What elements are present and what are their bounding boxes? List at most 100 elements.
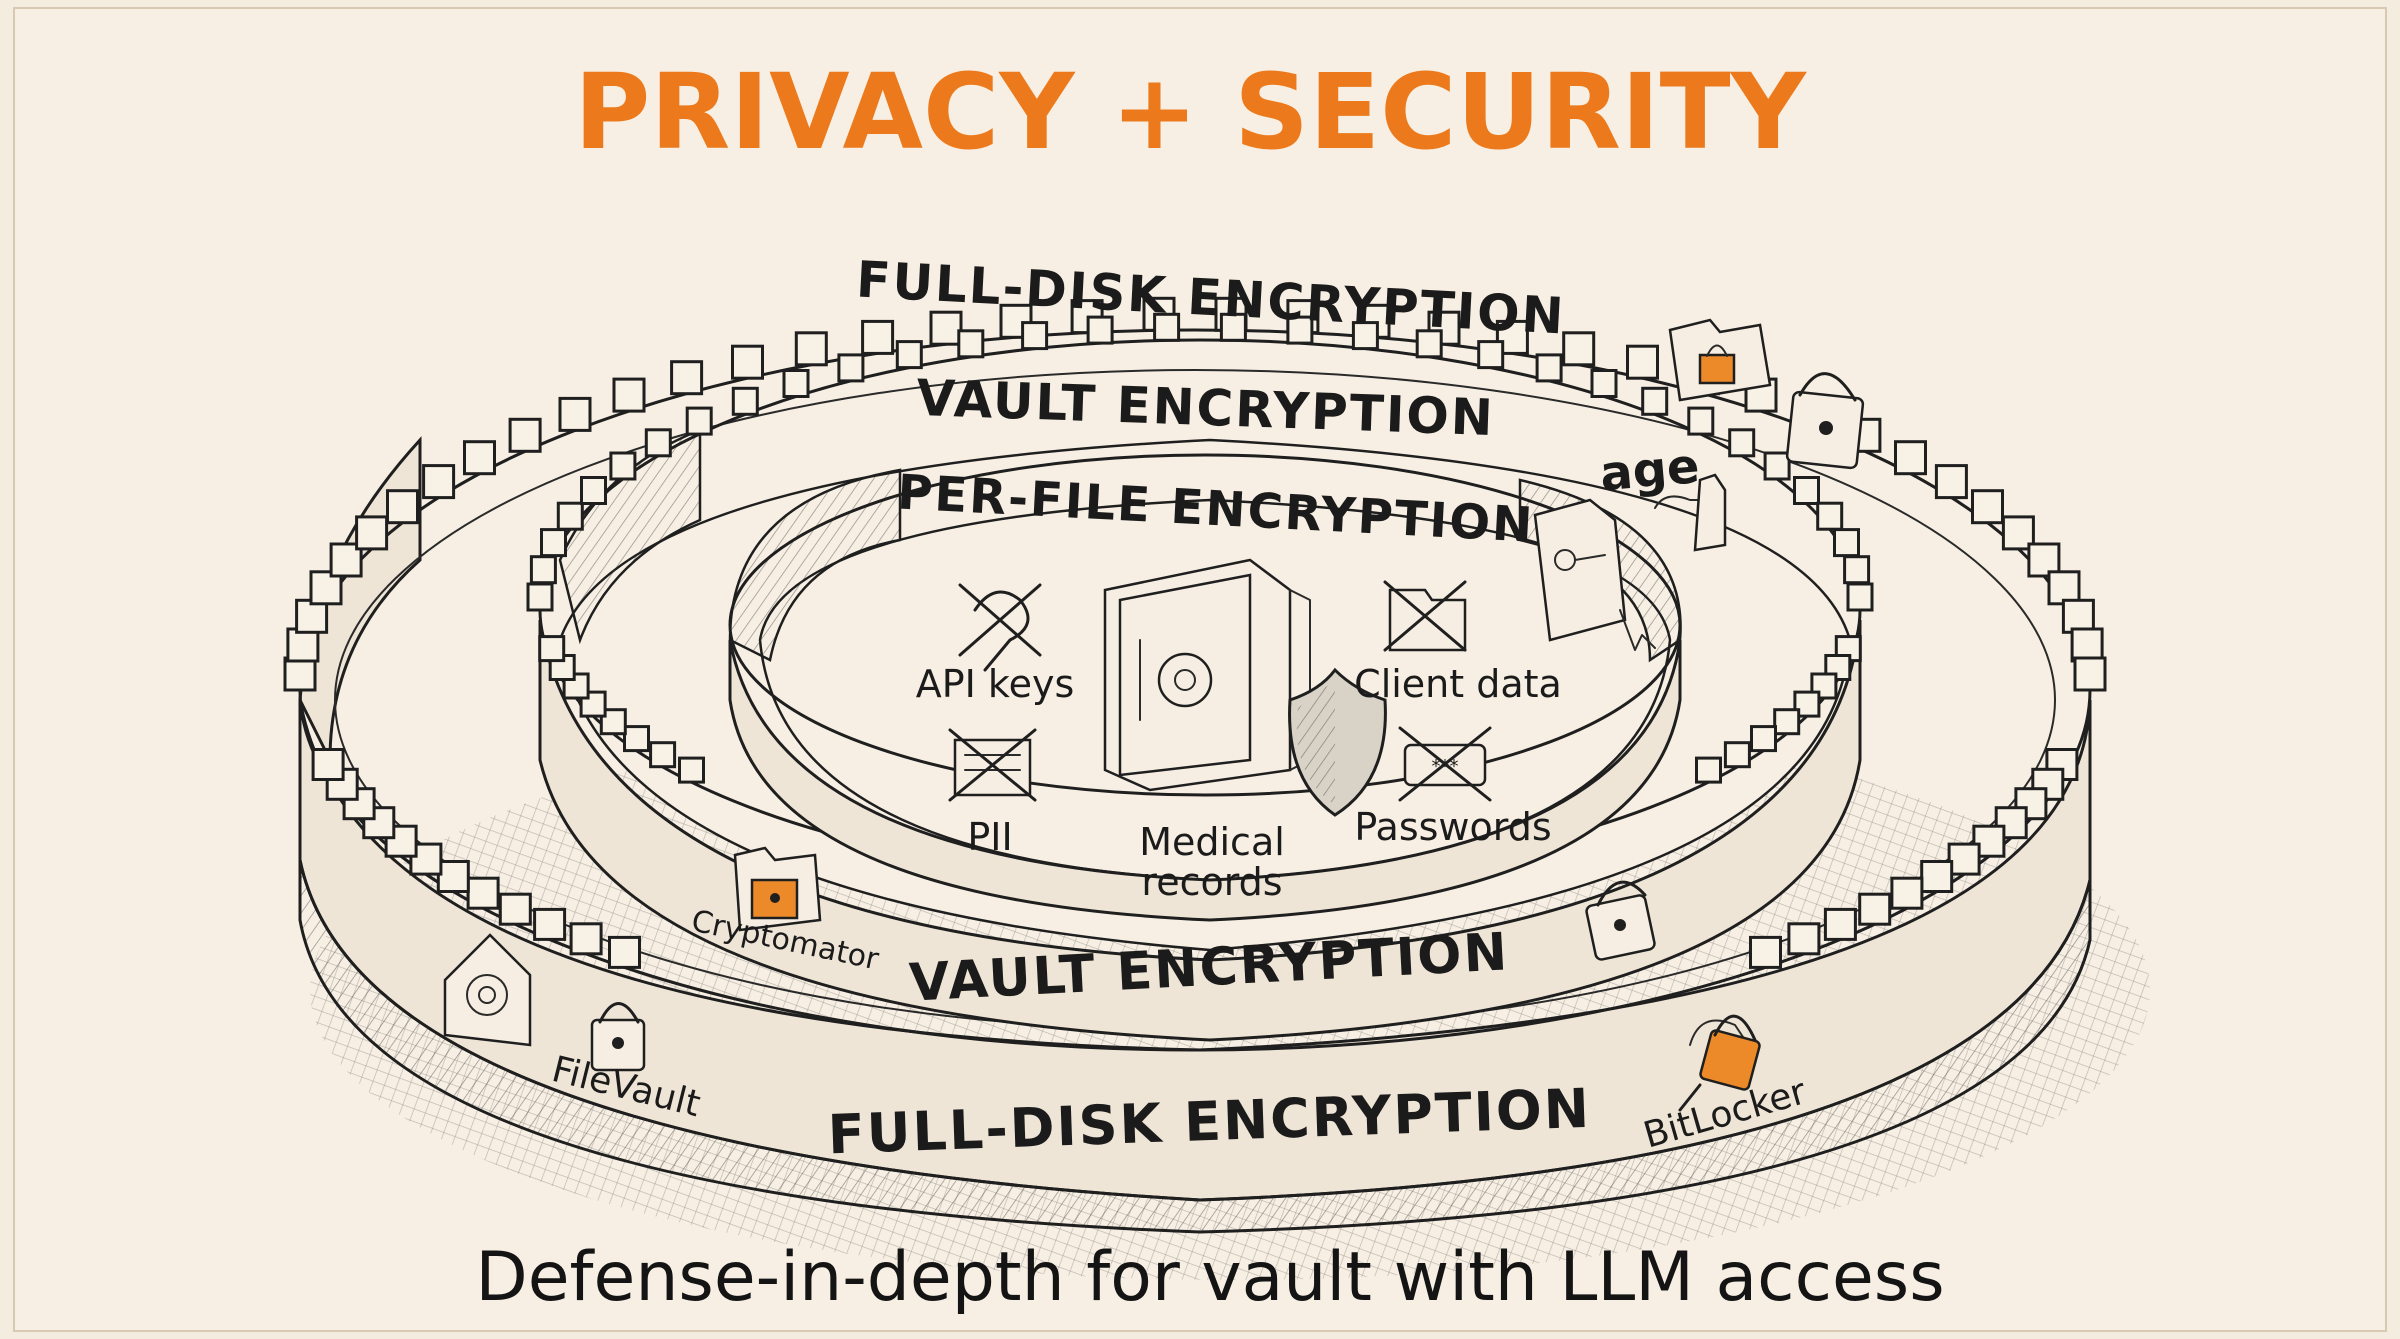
merlon: [1787, 922, 1821, 956]
merlon: [422, 464, 456, 500]
inner-wall-top-edge: [728, 453, 1682, 797]
item-pii: PII: [967, 815, 1012, 859]
passwords-icon: ***: [1398, 726, 1492, 802]
merlon: [1858, 892, 1892, 926]
merlon: [1816, 501, 1844, 531]
merlon: [466, 876, 500, 910]
merlon: [1535, 353, 1563, 383]
middle-wall-inner-face: [558, 428, 702, 645]
cryptomator-folder-icon: [733, 846, 822, 932]
shield-icon: [1288, 667, 1387, 817]
svg-text:***: ***: [1432, 756, 1459, 777]
item-medical-line2: records: [1141, 860, 1282, 904]
merlon: [529, 555, 557, 585]
merlon: [1695, 756, 1722, 784]
outer-wall-base: [298, 859, 2092, 1234]
merlon: [1415, 329, 1443, 359]
merlon: [1562, 331, 1596, 367]
merlon: [678, 756, 705, 784]
merlon: [558, 396, 592, 432]
merlon: [1723, 741, 1751, 769]
merlon: [1219, 312, 1247, 342]
folder-lock-icon: [1668, 318, 1772, 402]
merlon: [1920, 860, 1954, 893]
item-medical-line1: Medical: [1139, 820, 1285, 864]
middle-merlons: [526, 312, 1874, 784]
item-client-data: Client data: [1354, 662, 1562, 706]
merlon: [649, 741, 677, 769]
client-data-icon: [1383, 580, 1467, 652]
api-keys-icon: [958, 583, 1042, 672]
merlon: [731, 344, 764, 380]
merlon: [957, 329, 985, 359]
merlon: [929, 310, 963, 346]
merlon: [2047, 570, 2081, 606]
merlon: [1823, 907, 1857, 941]
merlon: [1934, 464, 1968, 500]
merlon: [283, 656, 317, 692]
merlon: [1843, 555, 1871, 585]
merlon: [1728, 428, 1756, 458]
merlon: [731, 386, 759, 416]
house-icon: [443, 933, 532, 1047]
padlock-icon: [1785, 372, 1865, 470]
merlon: [1793, 476, 1820, 505]
merlon: [436, 860, 470, 893]
merlon: [895, 340, 923, 370]
merlon: [1890, 876, 1924, 910]
merlon: [569, 922, 603, 956]
merlon: [1286, 315, 1314, 345]
merlon: [526, 582, 554, 612]
merlon: [1833, 528, 1860, 558]
merlon: [533, 907, 567, 941]
merlon: [1971, 489, 2004, 525]
item-passwords: Passwords: [1354, 805, 1551, 849]
merlon: [1021, 321, 1049, 351]
inner-wall-front-face: [728, 639, 1682, 922]
merlon: [2014, 787, 2048, 821]
merlon: [386, 489, 419, 525]
page-title: PRIVACY + SECURITY: [574, 51, 1808, 173]
merlon: [670, 360, 704, 396]
merlon: [1846, 582, 1874, 612]
merlon: [311, 748, 345, 781]
merlon: [609, 451, 637, 481]
merlon: [463, 440, 496, 476]
merlon: [2001, 515, 2035, 551]
merlon: [355, 515, 389, 551]
merlon: [1641, 386, 1669, 416]
merlon: [1626, 344, 1659, 380]
caption: Defense-in-depth for vault with LLM acce…: [475, 1238, 1944, 1317]
merlon: [1687, 406, 1715, 436]
merlon: [837, 353, 865, 383]
merlon: [1894, 440, 1927, 476]
merlon: [1477, 340, 1505, 370]
outer-merlons: [283, 296, 2107, 969]
merlon: [1590, 369, 1618, 398]
merlon: [612, 377, 646, 413]
merlon: [1773, 708, 1801, 736]
merlon: [508, 417, 542, 453]
merlon: [623, 725, 650, 753]
merlon: [580, 476, 607, 505]
key-lock-icon-middle: [1585, 880, 1656, 961]
merlon: [540, 528, 567, 558]
item-api-keys: API keys: [916, 662, 1075, 706]
merlon: [556, 501, 584, 531]
safe-icon: [1103, 558, 1311, 792]
merlon: [538, 635, 566, 663]
merlon: [2073, 656, 2107, 692]
merlon: [1086, 315, 1114, 345]
merlon: [498, 892, 532, 926]
merlon: [1153, 312, 1181, 342]
merlon: [644, 428, 672, 458]
merlon: [1750, 725, 1777, 753]
tool-age: age: [1598, 438, 1702, 502]
merlon: [1763, 451, 1791, 481]
pii-icon: [948, 728, 1037, 802]
key-file-icon: [1533, 473, 1727, 651]
padlock-icon-filevault: [590, 1002, 646, 1072]
inner-wall-face-left: [728, 468, 902, 662]
